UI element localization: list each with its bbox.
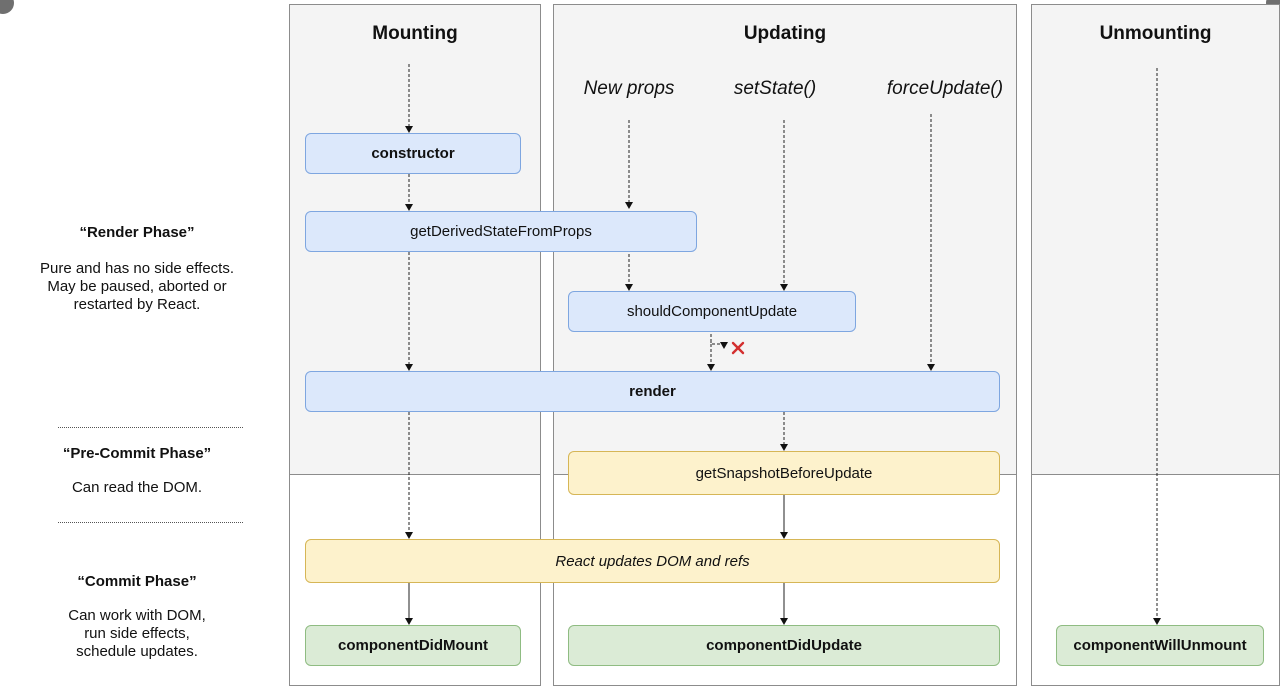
trigger-set-state: setState() xyxy=(733,78,817,99)
get-derived-state-from-props-method[interactable]: getDerivedStateFromProps xyxy=(305,211,697,252)
precommit-phase-label: “Pre-Commit Phase” Can read the DOM. xyxy=(22,445,252,497)
precommit-phase-title: “Pre-Commit Phase” xyxy=(62,445,212,462)
unmounting-column: Unmounting xyxy=(1031,4,1280,686)
get-snapshot-before-update-method[interactable]: getSnapshotBeforeUpdate xyxy=(568,451,1000,495)
precommit-phase-desc-line: Can read the DOM. xyxy=(71,479,203,496)
react-updates-dom-step[interactable]: React updates DOM and refs xyxy=(305,539,1000,583)
corner-circle-left xyxy=(0,0,14,14)
commit-phase-desc-line: schedule updates. xyxy=(76,643,198,660)
commit-phase-desc-line: run side effects, xyxy=(84,625,190,642)
commit-phase-label: “Commit Phase” Can work with DOM, run si… xyxy=(22,573,252,661)
render-phase-title: “Render Phase” xyxy=(79,224,195,241)
render-method[interactable]: render xyxy=(305,371,1000,412)
commit-phase-title: “Commit Phase” xyxy=(77,573,197,590)
updating-column-title: Updating xyxy=(743,23,827,44)
phase-separator-top xyxy=(58,427,243,428)
commit-phase-desc-line: Can work with DOM, xyxy=(68,607,206,624)
render-phase-label: “Render Phase” Pure and has no side effe… xyxy=(22,224,252,314)
trigger-new-props: New props xyxy=(583,78,675,99)
constructor-method[interactable]: constructor xyxy=(305,133,521,174)
render-phase-desc-line: restarted by React. xyxy=(73,296,201,313)
should-component-update-method[interactable]: shouldComponentUpdate xyxy=(568,291,856,332)
mounting-column-title: Mounting xyxy=(372,23,458,44)
commit-boundary-line xyxy=(1031,474,1280,475)
trigger-force-update: forceUpdate() xyxy=(886,78,1004,99)
phase-separator-bottom xyxy=(58,522,243,523)
component-will-unmount-method[interactable]: componentWillUnmount xyxy=(1056,625,1264,666)
unmounting-column-title: Unmounting xyxy=(1099,23,1212,44)
component-did-update-method[interactable]: componentDidUpdate xyxy=(568,625,1000,666)
render-phase-desc-line: Pure and has no side effects. xyxy=(39,260,235,277)
commit-boundary-line xyxy=(289,474,541,475)
arrow-should-update-false xyxy=(710,340,728,349)
render-phase-desc-line: May be paused, aborted or xyxy=(47,278,227,295)
component-did-mount-method[interactable]: componentDidMount xyxy=(305,625,521,666)
cancel-x-icon xyxy=(731,341,745,355)
